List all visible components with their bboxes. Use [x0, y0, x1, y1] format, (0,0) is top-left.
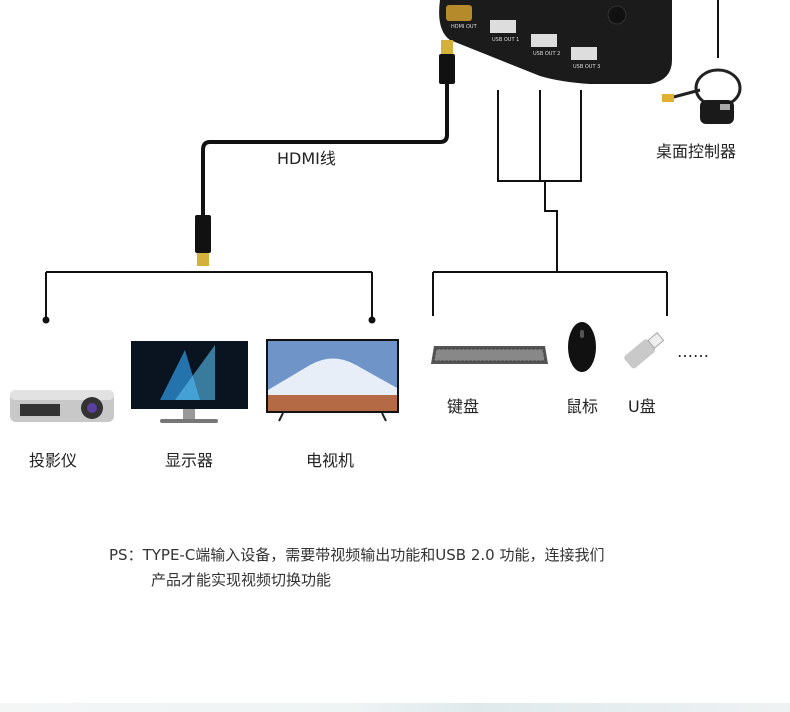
usb-disk-image — [624, 332, 665, 369]
usb-port-1 — [490, 20, 516, 33]
controller-label: 桌面控制器 — [656, 142, 737, 161]
port-label-usb-out-3: USB OUT 3 — [573, 64, 601, 70]
projector-label: 投影仪 — [29, 451, 78, 470]
udisk-label: U盘 — [628, 397, 656, 416]
mouse-label: 鼠标 — [566, 397, 599, 416]
port-label-hdmi-out: HDMI OUT — [451, 24, 477, 30]
hdmi-port — [446, 5, 472, 21]
tv-image — [266, 339, 399, 422]
usb-port-3 — [571, 47, 597, 60]
keyboard-label: 键盘 — [447, 397, 480, 416]
switch-button — [607, 5, 627, 25]
port-label-usb-out-2: USB OUT 2 — [533, 51, 561, 57]
usb-connection-lines — [432, 90, 668, 316]
mouse-image — [568, 322, 596, 372]
keyboard-image — [431, 346, 548, 364]
tv-label: 电视机 — [306, 451, 355, 470]
usb-port-2 — [531, 34, 557, 47]
projector-image — [10, 390, 114, 422]
hdmi-cable — [195, 40, 455, 266]
desktop-controller — [662, 0, 742, 124]
monitor-label: 显示器 — [165, 451, 214, 470]
bottom-image-edge — [0, 703, 790, 712]
note-line-1: PS：TYPE-C端输入设备，需要带视频输出功能和USB 2.0 功能，连接我们 — [109, 546, 605, 564]
note-line-2: 产品才能实现视频切换功能 — [151, 571, 332, 589]
hdmi-connection-lines — [45, 271, 373, 318]
port-label-usb-out-1: USB OUT 1 — [492, 37, 520, 43]
kvm-switch-device — [439, 0, 672, 84]
monitor-image — [131, 341, 248, 423]
more-devices-ellipsis: …… — [677, 342, 709, 361]
hdmi-cable-label: HDMI线 — [277, 149, 336, 168]
